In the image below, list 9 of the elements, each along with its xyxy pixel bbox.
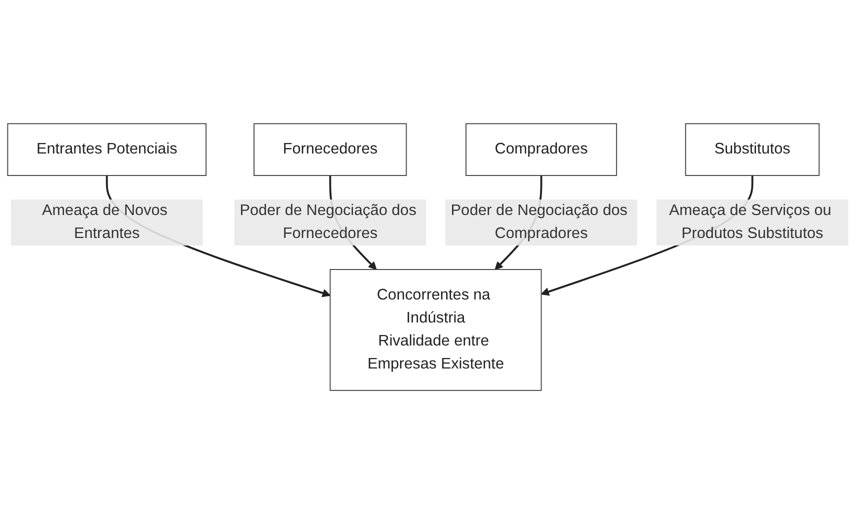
node-box: Substitutos: [685, 123, 820, 176]
node-box: Fornecedores: [254, 123, 407, 176]
edge-label: Poder de Negociação dos Compradores: [450, 202, 628, 242]
edge-label: Ameaça de Serviços ou Produtos Substitutos: [669, 202, 832, 242]
node-box: Concorrentes na Indústria Rivalidade entre Empresas Existente: [330, 269, 542, 391]
edge-label: Poder de Negociação dos Fornecedores: [240, 202, 416, 242]
node-box: Compradores: [466, 123, 618, 176]
edge-label: Ameaça de Novos Entrantes: [42, 202, 168, 242]
node-box: Entrantes Potenciais: [7, 123, 207, 176]
